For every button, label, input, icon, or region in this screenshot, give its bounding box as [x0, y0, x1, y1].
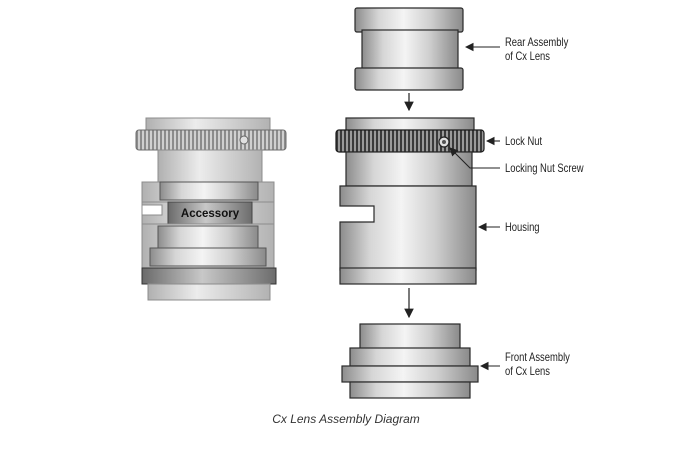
rear-assembly-label-line2: of Cx Lens: [505, 50, 550, 63]
rear-assembly-label-line1: Rear Assembly: [505, 36, 569, 49]
rear-assembly: [354, 7, 464, 91]
housing-label: Housing: [505, 221, 540, 234]
locking-nut-screw-label: Locking Nut Screw: [505, 162, 584, 175]
lock-nut: [335, 129, 485, 153]
leader-locking-nut-screw: [449, 147, 500, 169]
assembled-lens: Accessory: [135, 117, 287, 301]
lock-nut-label: Lock Nut: [505, 135, 542, 148]
diagram-caption: Cx Lens Assembly Diagram: [272, 412, 420, 426]
housing: [339, 185, 477, 271]
front-assembly: [341, 323, 479, 399]
front-assembly-label-line2: of Cx Lens: [505, 365, 550, 378]
front-assembly-label-line1: Front Assembly: [505, 351, 571, 364]
accessory-label: Accessory: [181, 208, 240, 220]
housing-with-lock-nut: [335, 117, 485, 285]
